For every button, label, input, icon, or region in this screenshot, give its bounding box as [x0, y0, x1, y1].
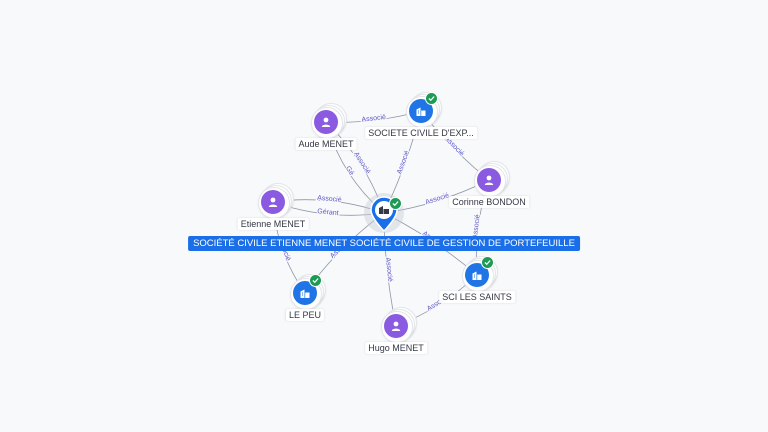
verified-check-icon — [481, 256, 494, 269]
node-label[interactable]: SOCIETE CIVILE D'EXP... — [365, 127, 477, 139]
node-label[interactable]: LE PEU — [285, 309, 325, 321]
node-label[interactable]: Aude MENET — [295, 138, 357, 150]
node-label[interactable]: Hugo MENET — [365, 342, 427, 354]
verified-check-icon — [425, 92, 438, 105]
verified-check-icon — [309, 274, 322, 287]
node-label[interactable]: SCI LES SAINTS — [439, 291, 515, 303]
edge-label: Associé — [425, 192, 451, 206]
center-company-label[interactable]: SOCIÉTÉ CIVILE ETIENNE MENET SOCIÉTÉ CIV… — [188, 236, 580, 251]
building-icon — [293, 281, 317, 305]
verified-check-icon — [389, 197, 402, 210]
person-icon — [477, 168, 501, 192]
person-icon — [384, 314, 408, 338]
edge-label: Associé — [384, 257, 394, 282]
edge-label: Gé — [344, 165, 355, 177]
edge-label: Associé — [396, 150, 411, 176]
edge-label: Associé — [317, 195, 342, 204]
node-label[interactable]: Corinne BONDON — [449, 196, 529, 208]
node-label[interactable]: Etienne MENET — [237, 218, 309, 230]
person-icon — [261, 190, 285, 214]
person-icon — [314, 110, 338, 134]
edge-label: Gérant — [317, 208, 339, 217]
edge-label: Associé — [361, 114, 386, 124]
